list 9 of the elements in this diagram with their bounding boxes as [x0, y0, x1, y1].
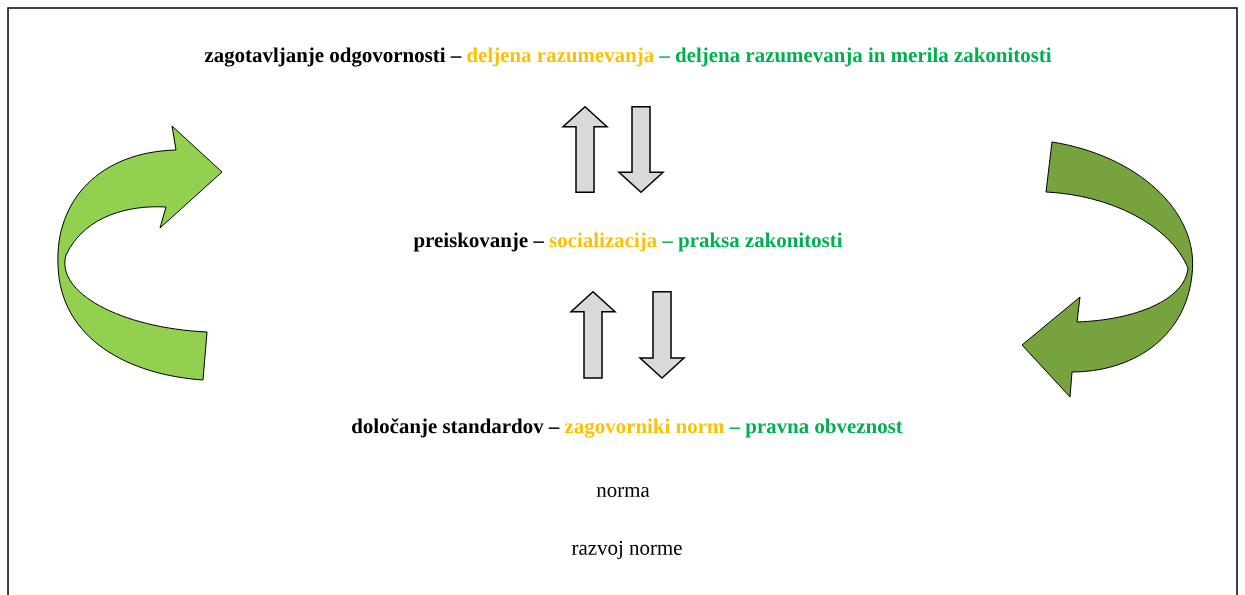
block-arrow — [561, 105, 609, 194]
note-text: razvoj norme — [571, 540, 682, 560]
heading-text: določanje standardov – zagovorniki norm – pravna obveznost — [352, 418, 903, 438]
block-arrow — [617, 106, 665, 194]
block-arrow — [638, 290, 686, 380]
heading-text: zagotavljanje odgovornosti – deljena razumevanja – deljena razumevanja in merila zakonitosti — [204, 47, 1052, 67]
heading-text: preiskovanje – socializacija – praksa zakonitosti — [413, 232, 843, 252]
note-text: norma — [596, 486, 650, 497]
block-arrow — [569, 290, 617, 379]
